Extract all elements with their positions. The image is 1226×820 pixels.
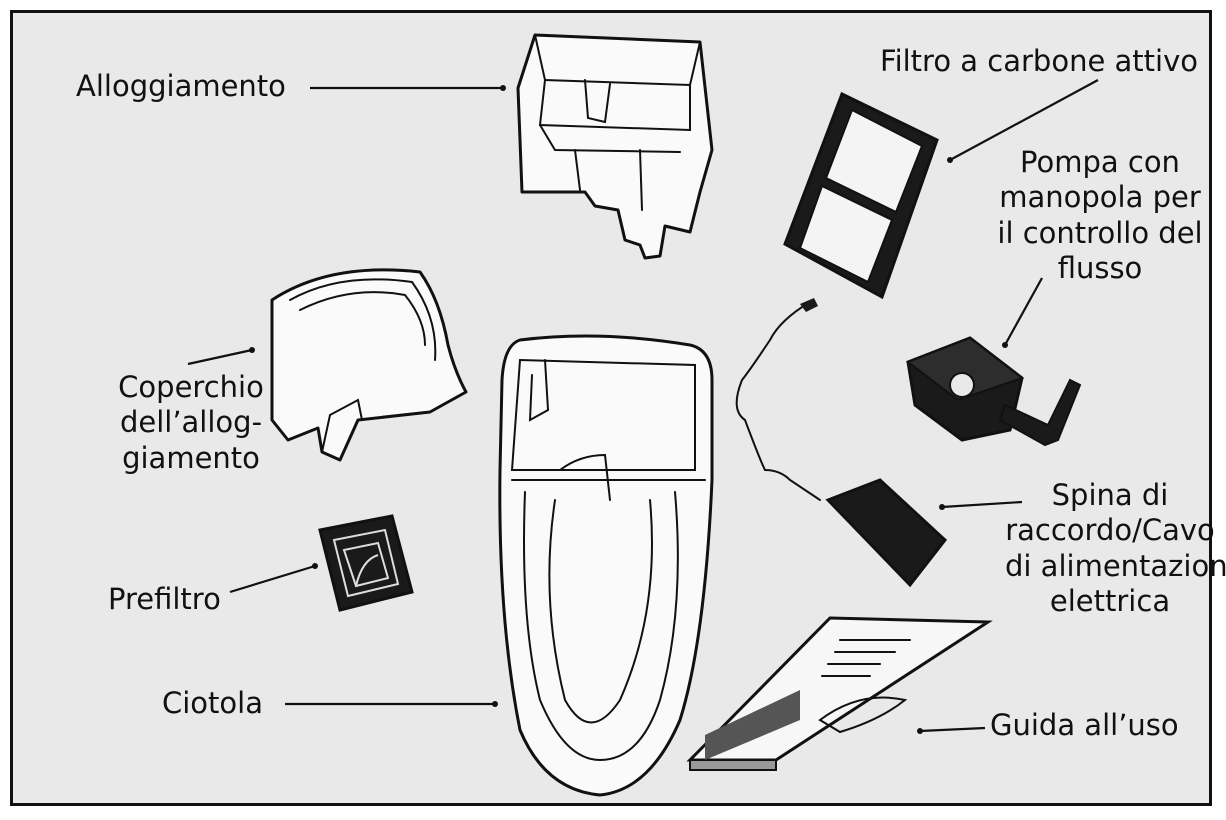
label-plug-cable-line-4: elettrica (1049, 584, 1171, 619)
label-housing-cover-line-3: giamento (122, 440, 260, 475)
user-guide-part (686, 616, 993, 771)
label-bowl: Ciotola (162, 686, 263, 720)
pump-part (905, 336, 1082, 447)
label-pump-line-1: Pompa con (1020, 145, 1180, 179)
label-pump-line-4: flusso (1057, 251, 1143, 286)
label-plug-cable-line-1: Spina di (1051, 478, 1169, 512)
leader-lines (187, 79, 1099, 734)
carbon-filter-part (783, 91, 939, 300)
label-pump-line-2: manopola per (999, 180, 1201, 215)
label-pump: Pompa con manopola per il controllo del … (990, 145, 1210, 287)
prefilter-part (318, 514, 414, 612)
bowl-part (498, 334, 714, 797)
label-housing: Alloggiamento (76, 69, 286, 103)
housing-cover-part (270, 268, 468, 462)
plug-cable-part (735, 298, 948, 588)
label-plug-cable-line-3: di alimentazione (1005, 548, 1226, 583)
housing-part (516, 33, 714, 260)
label-housing-cover-line-1: Coperchio (118, 370, 264, 404)
label-plug-cable-line-2: raccordo/Cavo (1005, 513, 1215, 548)
label-housing-cover-line-2: dell’allog- (119, 405, 263, 440)
label-plug-cable: Spina di raccordo/Cavo di alimentazione … (1005, 478, 1226, 620)
label-prefilter: Prefiltro (108, 582, 221, 616)
label-housing-cover: Coperchio dell’allog- giamento (76, 370, 306, 476)
label-carbon-filter: Filtro a carbone attivo (880, 44, 1198, 78)
label-pump-line-3: il controllo del (997, 215, 1203, 250)
label-guide: Guida all’uso (990, 708, 1179, 742)
